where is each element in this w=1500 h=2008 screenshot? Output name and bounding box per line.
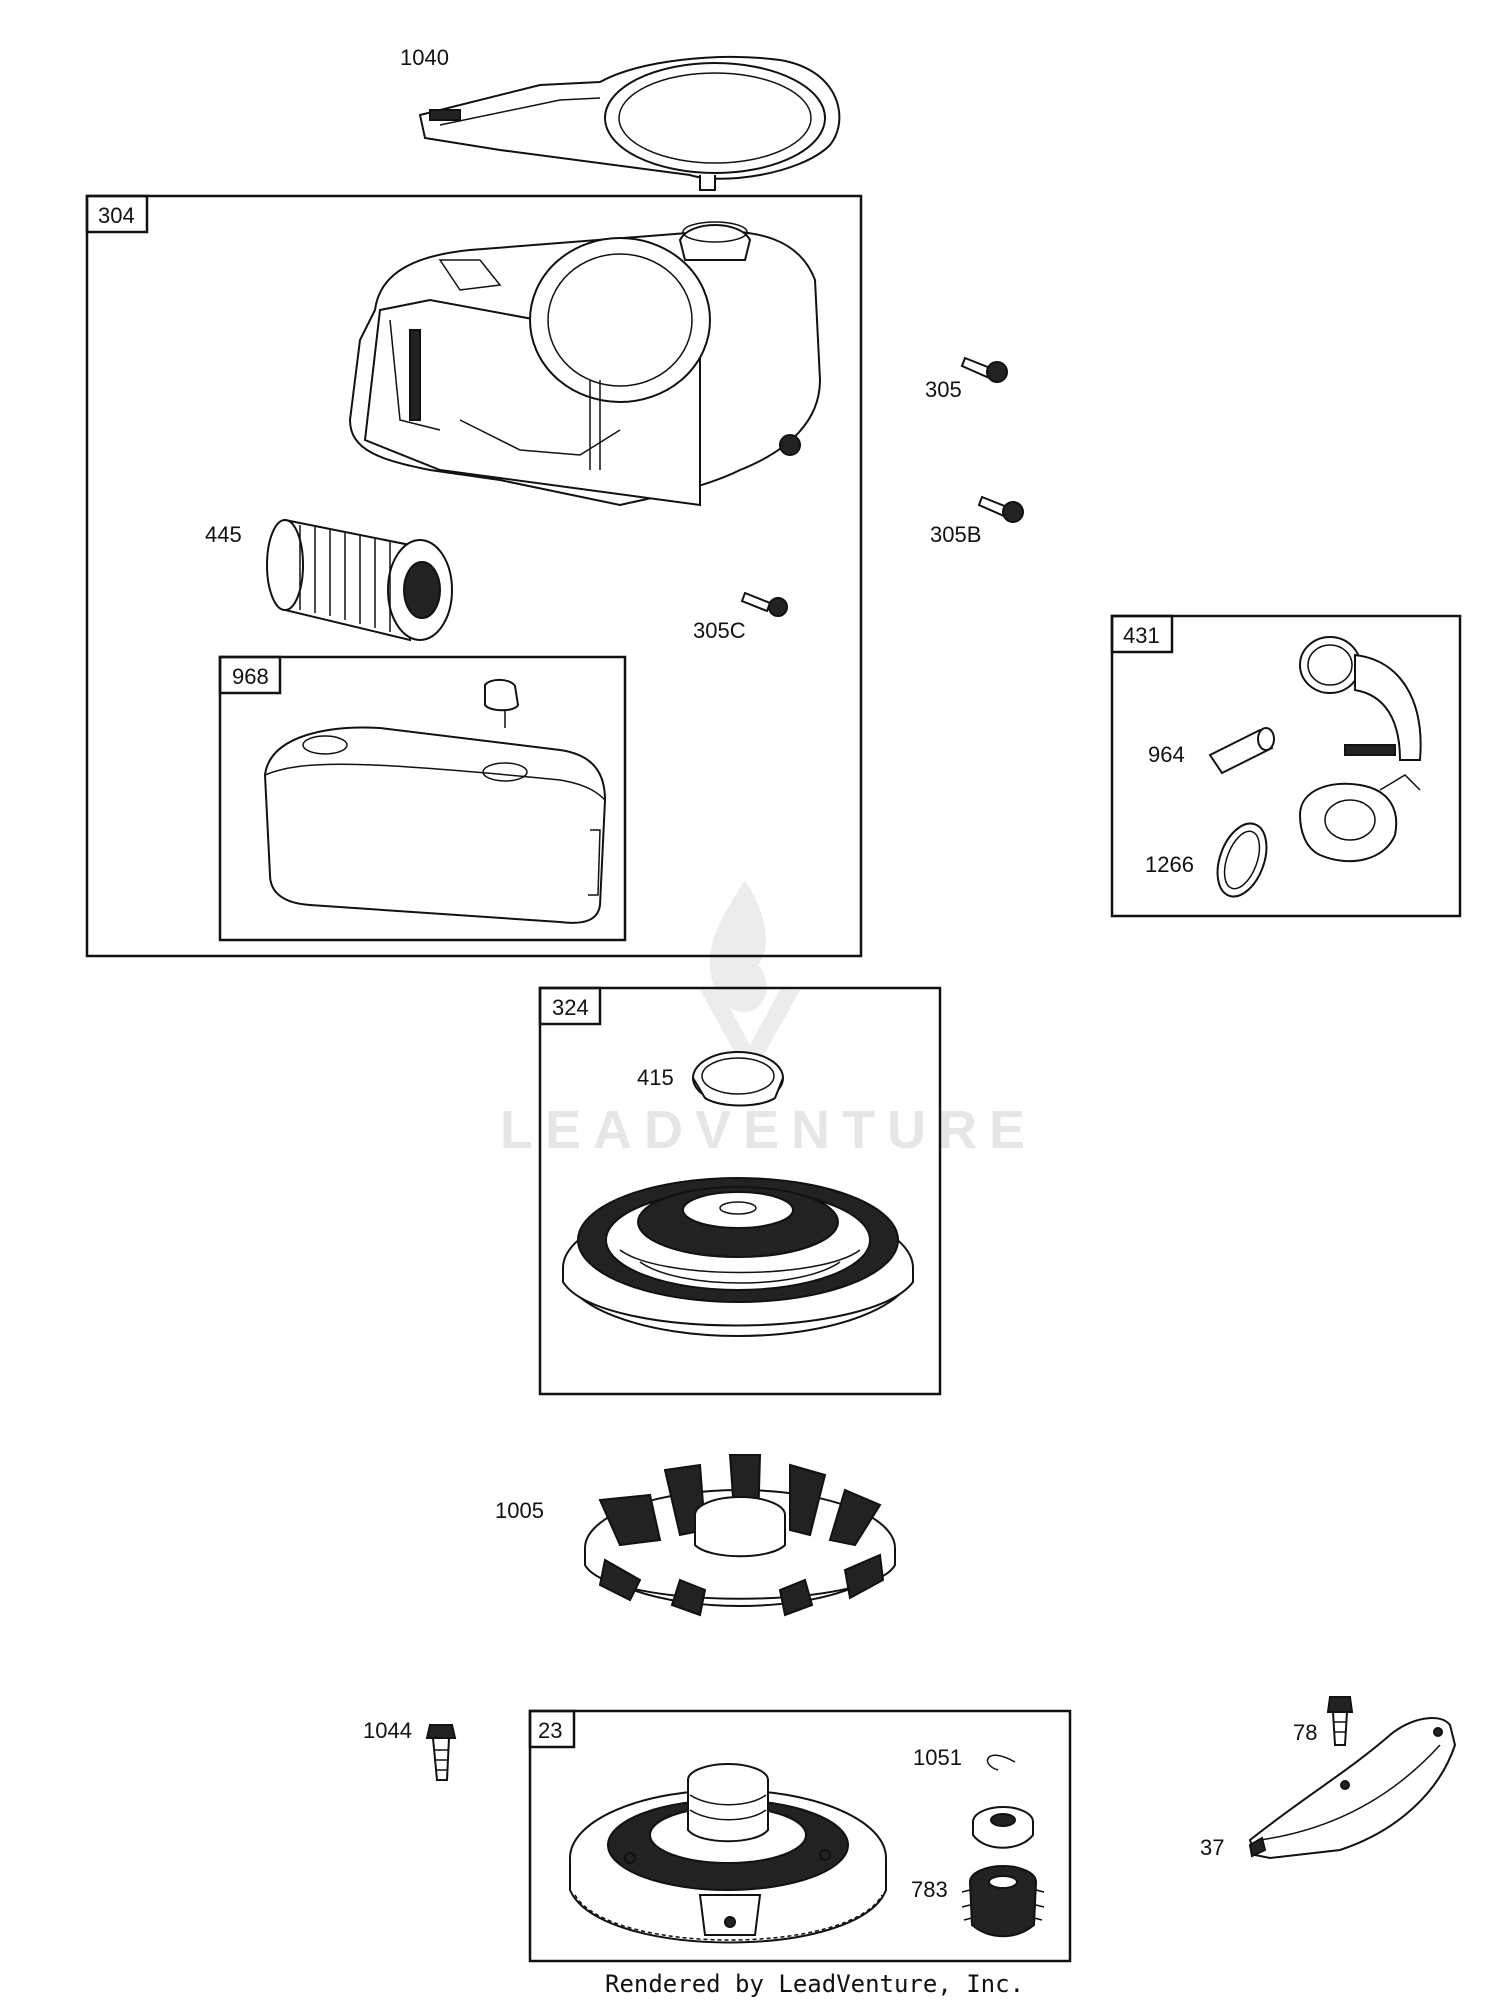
footer-credit: Rendered by LeadVenture, Inc. — [605, 1970, 1024, 1998]
callout-1051: 1051 — [913, 1745, 962, 1770]
callout-431: 431 — [1123, 623, 1160, 648]
part-305C-screw[interactable] — [740, 591, 788, 617]
part-78-bolt[interactable] — [1326, 1696, 1354, 1746]
callout-1044: 1044 — [363, 1718, 412, 1743]
frame-431-tag — [1110, 614, 1174, 654]
part-783-gear[interactable] — [961, 1865, 1045, 1938]
part-washer[interactable] — [972, 1806, 1034, 1849]
part-445-air-filter[interactable] — [266, 518, 453, 642]
callout-305: 305 — [925, 377, 962, 402]
part-305-screw[interactable] — [960, 356, 1008, 383]
part-431-intake-elbow[interactable] — [1298, 636, 1422, 863]
callout-324: 324 — [552, 995, 589, 1020]
frame-968 — [218, 655, 627, 942]
watermark: LEADVENTURE — [500, 880, 1037, 1160]
callout-305C: 305C — [693, 618, 746, 643]
callout-1005: 1005 — [495, 1498, 544, 1523]
frame-304-tag — [85, 194, 149, 234]
callout-37: 37 — [1200, 1835, 1224, 1860]
part-968-air-cleaner-cover[interactable] — [263, 678, 607, 924]
callout-78: 78 — [1293, 1720, 1317, 1745]
callout-305B: 305B — [930, 522, 981, 547]
part-305B-screw[interactable] — [977, 495, 1024, 523]
part-415-cap[interactable] — [692, 1051, 784, 1107]
part-1051-clip[interactable] — [986, 1754, 1016, 1771]
callout-964: 964 — [1148, 742, 1185, 767]
frame-431 — [1110, 614, 1462, 918]
part-23-flywheel[interactable] — [569, 1763, 887, 1944]
part-1040-plate[interactable] — [418, 56, 841, 191]
part-964-tube[interactable] — [1208, 727, 1275, 775]
part-324-rotating-screen[interactable] — [562, 1177, 914, 1337]
callout-783: 783 — [911, 1877, 948, 1902]
frame-968-tag — [218, 655, 282, 695]
frame-23-tag — [528, 1709, 576, 1749]
part-1044-bolt[interactable] — [425, 1724, 457, 1781]
callout-23: 23 — [538, 1718, 562, 1743]
part-304-blower-housing[interactable] — [348, 221, 822, 507]
frame-324 — [538, 986, 942, 1396]
part-1005-fan[interactable] — [584, 1454, 896, 1617]
frame-23 — [528, 1709, 1072, 1963]
callout-1266: 1266 — [1145, 852, 1194, 877]
callout-968: 968 — [232, 664, 269, 689]
callout-445: 445 — [205, 522, 242, 547]
part-1266-oring[interactable] — [1208, 817, 1275, 903]
frame-304 — [85, 194, 863, 958]
watermark-text: LEADVENTURE — [500, 1100, 1037, 1160]
frame-324-tag — [538, 986, 602, 1026]
part-37-guard[interactable] — [1248, 1717, 1457, 1860]
callout-1040: 1040 — [400, 45, 449, 70]
callout-415: 415 — [637, 1065, 674, 1090]
callout-304: 304 — [98, 203, 135, 228]
